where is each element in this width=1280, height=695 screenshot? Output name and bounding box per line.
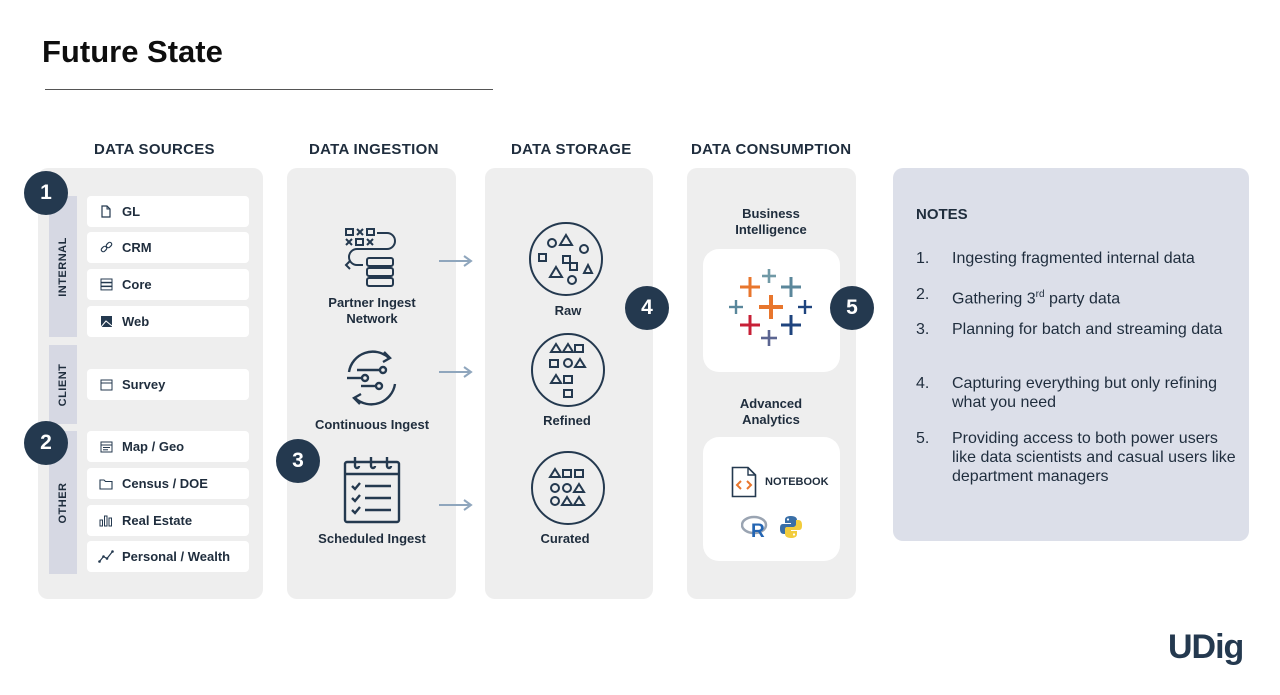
heading-data-ingestion: DATA INGESTION	[309, 141, 439, 158]
image-icon	[96, 315, 116, 329]
arrow-right-icon	[439, 499, 473, 511]
source-label: Map / Geo	[122, 439, 185, 454]
source-item-census-doe: Census / DOE	[87, 468, 249, 499]
python-logo-icon	[780, 516, 802, 538]
window-icon	[96, 378, 116, 392]
raw-storage-icon	[528, 221, 604, 302]
step-badge-4: 4	[625, 286, 669, 330]
heading-data-sources: DATA SOURCES	[94, 141, 215, 158]
storage-label-refined: Refined	[543, 413, 591, 428]
source-item-personal-wealth: Personal / Wealth	[87, 541, 249, 572]
notes-panel	[893, 168, 1249, 541]
note-number: 5.	[916, 430, 930, 447]
bi-card	[703, 249, 840, 372]
map-icon	[96, 440, 116, 454]
step-badge-1: 1	[24, 171, 68, 215]
group-other-label: OTHER	[57, 482, 69, 523]
note-item: 2. Gathering 3rd party data	[916, 285, 1236, 308]
consumption-label-analytics: Advanced Analytics	[739, 396, 803, 427]
notebook-label: NOTEBOOK	[765, 476, 829, 488]
source-label: Personal / Wealth	[122, 549, 231, 564]
source-item-survey: Survey	[87, 369, 249, 400]
source-label: Core	[122, 277, 152, 292]
note-number: 4.	[916, 375, 930, 392]
note-text: Providing access to both power users lik…	[952, 430, 1236, 485]
note-item: 3. Planning for batch and streaming data	[916, 320, 1236, 339]
storage-label-raw: Raw	[554, 303, 582, 318]
heading-data-storage: DATA STORAGE	[511, 141, 632, 158]
note-item: 1. Ingesting fragmented internal data	[916, 249, 1236, 268]
source-item-map-geo: Map / Geo	[87, 431, 249, 462]
group-client: CLIENT	[49, 345, 77, 424]
continuous-ingest-icon	[341, 346, 403, 415]
note-number: 2.	[916, 286, 930, 303]
source-label: Survey	[122, 377, 166, 392]
udig-logo: UDig	[1168, 628, 1244, 666]
note-text: Capturing everything but only refining w…	[952, 375, 1218, 411]
refined-storage-icon	[530, 332, 606, 413]
source-label: Census / DOE	[122, 476, 208, 491]
tableau-logo-icon	[729, 269, 812, 346]
ingestion-label-continuous: Continuous Ingest	[314, 417, 430, 432]
title-divider	[45, 89, 493, 90]
source-item-core: Core	[87, 269, 249, 300]
scheduled-ingest-icon	[341, 454, 403, 529]
notes-title: NOTES	[916, 206, 968, 223]
note-text: Gathering 3rd party data	[952, 289, 1121, 308]
group-client-label: CLIENT	[57, 363, 69, 406]
bar-chart-icon	[96, 514, 116, 528]
note-item: 4. Capturing everything but only refinin…	[916, 374, 1236, 412]
step-badge-3: 3	[276, 439, 320, 483]
source-label: CRM	[122, 240, 152, 255]
source-label: Web	[122, 314, 150, 329]
server-icon	[96, 278, 116, 292]
step-badge-5: 5	[830, 286, 874, 330]
source-label: Real Estate	[122, 513, 193, 528]
trend-icon	[96, 550, 116, 564]
page-title: Future State	[42, 34, 223, 69]
arrow-right-icon	[439, 366, 473, 378]
arrow-right-icon	[439, 255, 473, 267]
source-item-real-estate: Real Estate	[87, 505, 249, 536]
analytics-card: NOTEBOOK R	[703, 437, 840, 561]
source-item-web: Web	[87, 306, 249, 337]
r-logo-icon: R	[741, 515, 768, 539]
notebook-icon	[731, 466, 757, 498]
partner-network-icon	[343, 226, 397, 293]
note-text: Ingesting fragmented internal data	[952, 250, 1195, 267]
group-internal-label: INTERNAL	[57, 236, 69, 297]
ingestion-label-scheduled: Scheduled Ingest	[318, 531, 426, 546]
link-icon	[96, 241, 116, 255]
note-text: Planning for batch and streaming data	[952, 321, 1223, 338]
note-number: 1.	[916, 250, 930, 267]
document-icon	[96, 205, 116, 219]
ingestion-label-partner: Partner Ingest Network	[328, 295, 416, 326]
group-internal: INTERNAL	[49, 196, 77, 337]
source-label: GL	[122, 204, 141, 219]
source-item-crm: CRM	[87, 232, 249, 263]
note-number: 3.	[916, 321, 930, 338]
consumption-label-bi: Business Intelligence	[735, 206, 807, 237]
heading-data-consumption: DATA CONSUMPTION	[691, 141, 852, 158]
curated-storage-icon	[530, 450, 606, 531]
svg-text:R: R	[751, 521, 765, 539]
source-item-gl: GL	[87, 196, 249, 227]
folder-icon	[96, 477, 116, 491]
note-item: 5. Providing access to both power users …	[916, 429, 1236, 486]
storage-label-curated: Curated	[540, 531, 590, 546]
step-badge-2: 2	[24, 421, 68, 465]
